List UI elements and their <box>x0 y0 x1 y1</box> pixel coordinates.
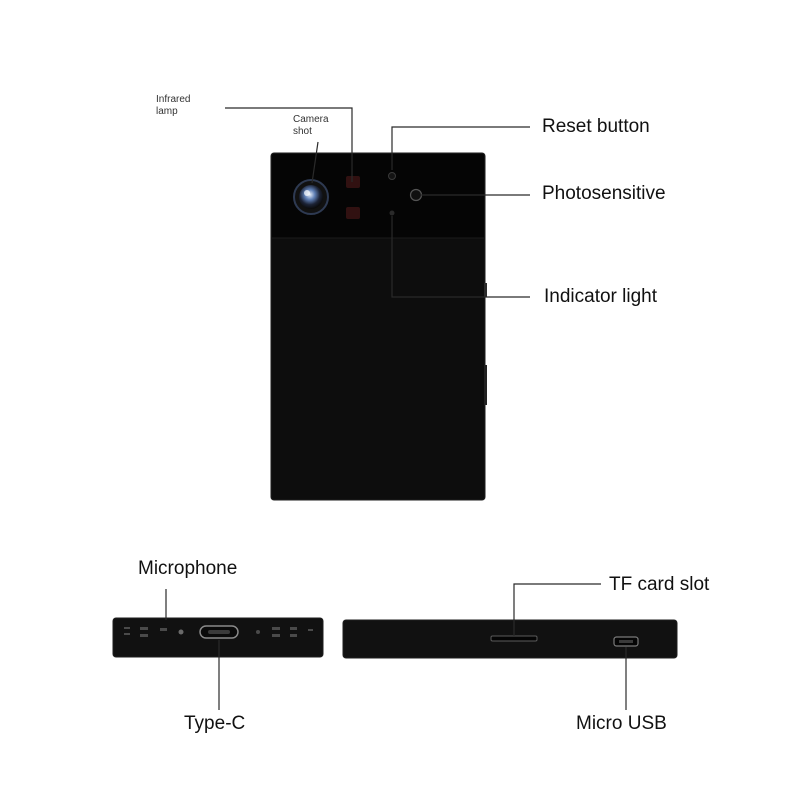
tf-card-slot-label: TF card slot <box>609 574 710 595</box>
camera-shot-label-line2: shot <box>293 126 312 137</box>
light-sensor-icon <box>409 188 423 202</box>
indicator-led-icon <box>389 210 395 216</box>
leader-tf-card-slot <box>513 583 601 636</box>
microphone-label: Microphone <box>138 558 238 579</box>
leader-lines-front <box>225 107 530 298</box>
photosensitive-label: Photosensitive <box>542 183 666 204</box>
camera-shot-label: Camera shot <box>293 114 329 138</box>
infrared-lamp-label-line2: lamp <box>156 106 178 117</box>
sd-card-slot-icon <box>490 635 538 642</box>
microphone-hole-icon <box>124 627 184 637</box>
leader-lines-ends <box>165 583 627 710</box>
side-edge-button <box>484 283 487 297</box>
leader-reset-button <box>391 126 530 170</box>
reset-button-label: Reset button <box>542 116 650 137</box>
device-right-end-view <box>342 619 678 659</box>
vent-holes-icon <box>256 627 313 637</box>
device-body <box>270 152 486 501</box>
leader-infrared-lamp <box>225 107 353 182</box>
device-left-end-view <box>112 617 324 658</box>
infrared-led-icon <box>346 176 360 219</box>
indicator-light-label: Indicator light <box>544 286 658 307</box>
side-edge-button <box>484 365 487 405</box>
usb-c-port-icon <box>199 625 239 639</box>
device-top-band <box>272 154 484 238</box>
camera-shot-label-line1: Camera <box>293 114 329 125</box>
device-front-view <box>270 152 487 501</box>
infrared-lamp-label: Infrared lamp <box>156 94 190 118</box>
reset-hole-icon <box>388 172 396 180</box>
leader-indicator-light <box>391 216 530 298</box>
micro-usb-label: Micro USB <box>576 713 667 734</box>
leader-camera-shot <box>311 141 319 184</box>
infrared-lamp-label-line1: Infrared <box>156 94 191 105</box>
camera-lens-icon <box>293 179 329 215</box>
micro-usb-port-icon <box>613 636 639 647</box>
type-c-label: Type-C <box>184 713 246 734</box>
